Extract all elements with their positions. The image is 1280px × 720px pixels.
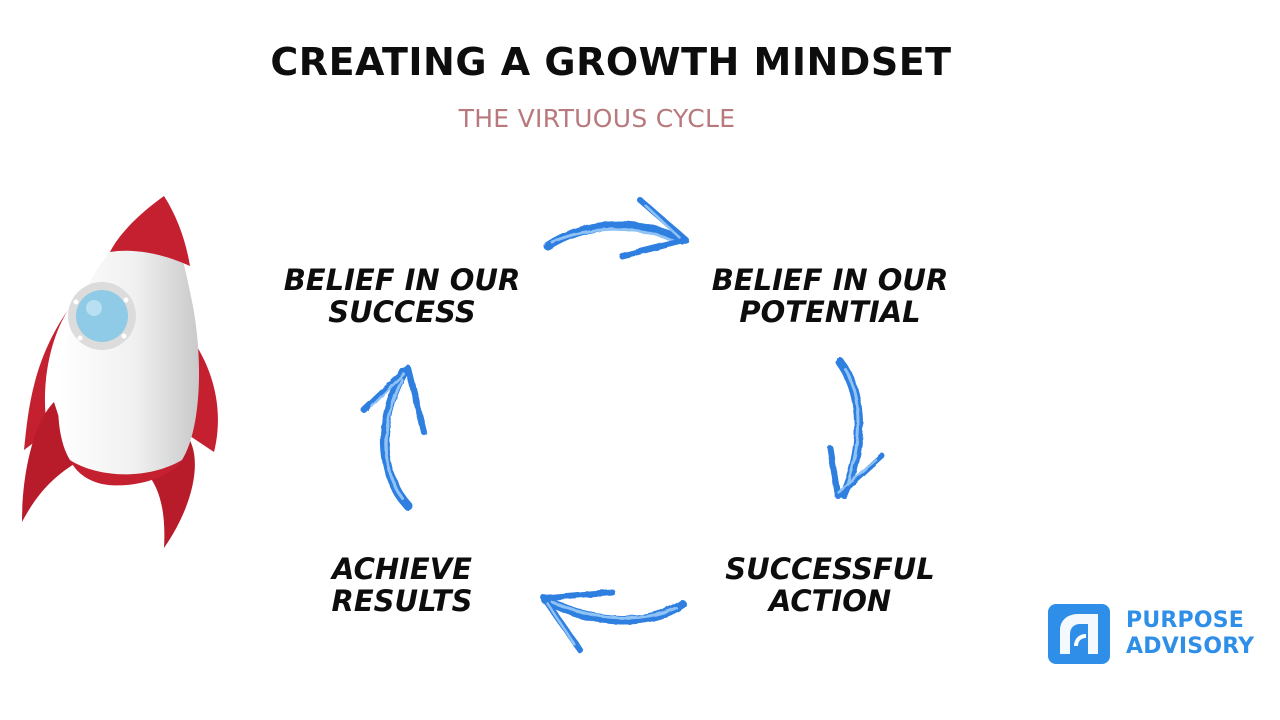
arrow-top-right-icon — [543, 197, 689, 259]
page-title: CREATING A GROWTH MINDSET — [270, 40, 952, 84]
brand-name-line1: PURPOSE — [1126, 608, 1245, 633]
cycle-node-belief-in-our-potential: BELIEF IN OUR POTENTIAL — [711, 263, 949, 329]
rocket-icon — [22, 196, 218, 548]
cycle-node-successful-action: SUCCESSFUL ACTION — [725, 552, 935, 618]
cycle-node-belief-in-our-success: BELIEF IN OUR SUCCESS — [283, 263, 521, 329]
arrow-right-down-icon — [827, 357, 885, 499]
arrow-bottom-left-icon — [541, 589, 687, 653]
cycle-node-achieve-results: ACHIEVE RESULTS — [331, 552, 473, 618]
page-subtitle: THE VIRTUOUS CYCLE — [458, 104, 736, 133]
purpose-advisory-logo-icon — [1048, 604, 1110, 664]
brand-logo: PURPOSE ADVISORY — [1046, 600, 1274, 668]
arrow-left-up-icon — [361, 365, 427, 511]
brand-name-line2: ADVISORY — [1126, 634, 1255, 659]
